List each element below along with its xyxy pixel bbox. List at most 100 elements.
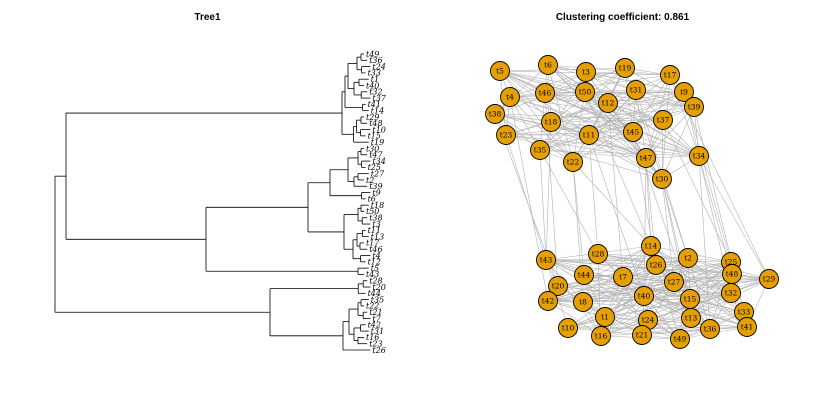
network-edge <box>505 134 647 159</box>
tree-tip-label: t11 <box>368 226 381 235</box>
network-node <box>626 80 646 100</box>
network-node-label: t8 <box>579 298 587 307</box>
network-node-label: t46 <box>539 89 552 98</box>
network-node-label: t5 <box>496 67 504 76</box>
tree-tip-label: t49 <box>366 50 379 59</box>
network-node-label: t6 <box>544 61 552 70</box>
network-edge <box>698 155 711 330</box>
tree-tip-label: t20 <box>372 283 385 292</box>
network-node-label: t17 <box>664 71 677 80</box>
network-node-label: t16 <box>595 332 608 341</box>
network-edge <box>547 64 700 157</box>
network-node <box>535 83 555 103</box>
network-node-label: t35 <box>534 146 547 155</box>
network-edge <box>584 91 652 247</box>
network-node-label: t15 <box>684 295 697 304</box>
tree-tip-label: t21 <box>369 308 382 317</box>
network-node-label: t28 <box>592 250 605 259</box>
network-edge <box>588 134 599 255</box>
network-node <box>623 122 643 142</box>
network-edge <box>547 64 671 76</box>
network-edge <box>545 259 675 283</box>
network-node-label: t11 <box>583 131 596 140</box>
network-edge <box>505 134 547 261</box>
network-edge <box>545 121 552 261</box>
network-node-label: t49 <box>674 335 687 344</box>
tree-tip-label: t14 <box>371 106 384 115</box>
network-node-label: t38 <box>489 110 502 119</box>
network-node-label: t26 <box>650 261 663 270</box>
network-node <box>721 283 741 303</box>
network-edge <box>585 71 700 157</box>
network-node <box>652 169 672 189</box>
network-node-label: t4 <box>506 93 514 102</box>
network-node <box>579 125 599 145</box>
network-node <box>664 272 684 292</box>
network-edge <box>588 134 663 180</box>
network-edge <box>572 161 652 247</box>
tree-tip-label: t48 <box>369 119 382 128</box>
network-edge <box>547 264 657 302</box>
network-node <box>500 87 520 107</box>
tree-tip-label: t4 <box>372 251 380 260</box>
network-node-label: t41 <box>741 323 754 332</box>
network-node <box>681 308 701 328</box>
network-node <box>634 286 654 306</box>
network-node <box>558 318 578 338</box>
network-edge <box>643 278 770 297</box>
network-node <box>598 93 618 113</box>
network-node-label: t12 <box>602 99 615 108</box>
network-edge <box>600 281 675 337</box>
network-edge <box>643 157 647 297</box>
network-edge <box>607 102 695 108</box>
network-node-label: t18 <box>545 118 558 127</box>
network-edge <box>499 67 626 72</box>
network-node-label: t27 <box>668 278 681 287</box>
network-title: Clustering coefficient: 0.861 <box>555 12 690 23</box>
tree-tip-label: t42 <box>368 321 381 330</box>
network-edge <box>550 121 700 157</box>
network-node-label: t13 <box>685 314 698 323</box>
network-edge <box>499 70 574 163</box>
tree-tip-label: t23 <box>369 340 382 349</box>
network-node-label: t32 <box>725 289 738 298</box>
network-edge <box>494 64 549 115</box>
tree-tip-label: t47 <box>369 151 383 160</box>
tree-tip-label: t25 <box>368 163 381 172</box>
network-node <box>689 146 709 166</box>
tree-tip-label: t44 <box>368 289 381 298</box>
network-edge <box>635 89 647 159</box>
network-edge <box>544 92 700 157</box>
network-node <box>613 267 633 287</box>
network-node-label: t37 <box>657 116 670 125</box>
network-edge <box>662 119 732 263</box>
network-node <box>670 329 690 349</box>
network-node-label: t9 <box>680 88 688 97</box>
tree-tip-label: t28 <box>369 277 382 286</box>
tree-tip-label: t26 <box>372 346 385 355</box>
network-node-label: t47 <box>640 154 653 163</box>
network-node <box>684 97 704 117</box>
tree-tip-label: t43 <box>366 270 379 279</box>
tree-tip-label: t13 <box>371 232 384 241</box>
network-edge <box>597 253 689 259</box>
network-edge <box>509 96 609 104</box>
network-node-label: t45 <box>627 128 640 137</box>
network-node-label: t25 <box>725 258 738 267</box>
network-edge <box>509 96 541 151</box>
tree-tip-label: t31 <box>371 327 384 336</box>
network-edge <box>607 102 700 157</box>
tree-tip-label: t37 <box>372 94 386 103</box>
network-node <box>646 255 666 275</box>
network-node-label: t3 <box>582 68 590 77</box>
network-node <box>485 104 505 124</box>
network-node-label: t30 <box>656 175 669 184</box>
network-edge <box>547 281 675 302</box>
network-node-label: t43 <box>540 256 553 265</box>
network-node <box>574 265 594 285</box>
network-edge <box>600 328 711 337</box>
tree-tip-label: t24 <box>372 62 385 71</box>
network-edge <box>572 161 585 276</box>
tree-title: Tree1 <box>194 12 221 23</box>
